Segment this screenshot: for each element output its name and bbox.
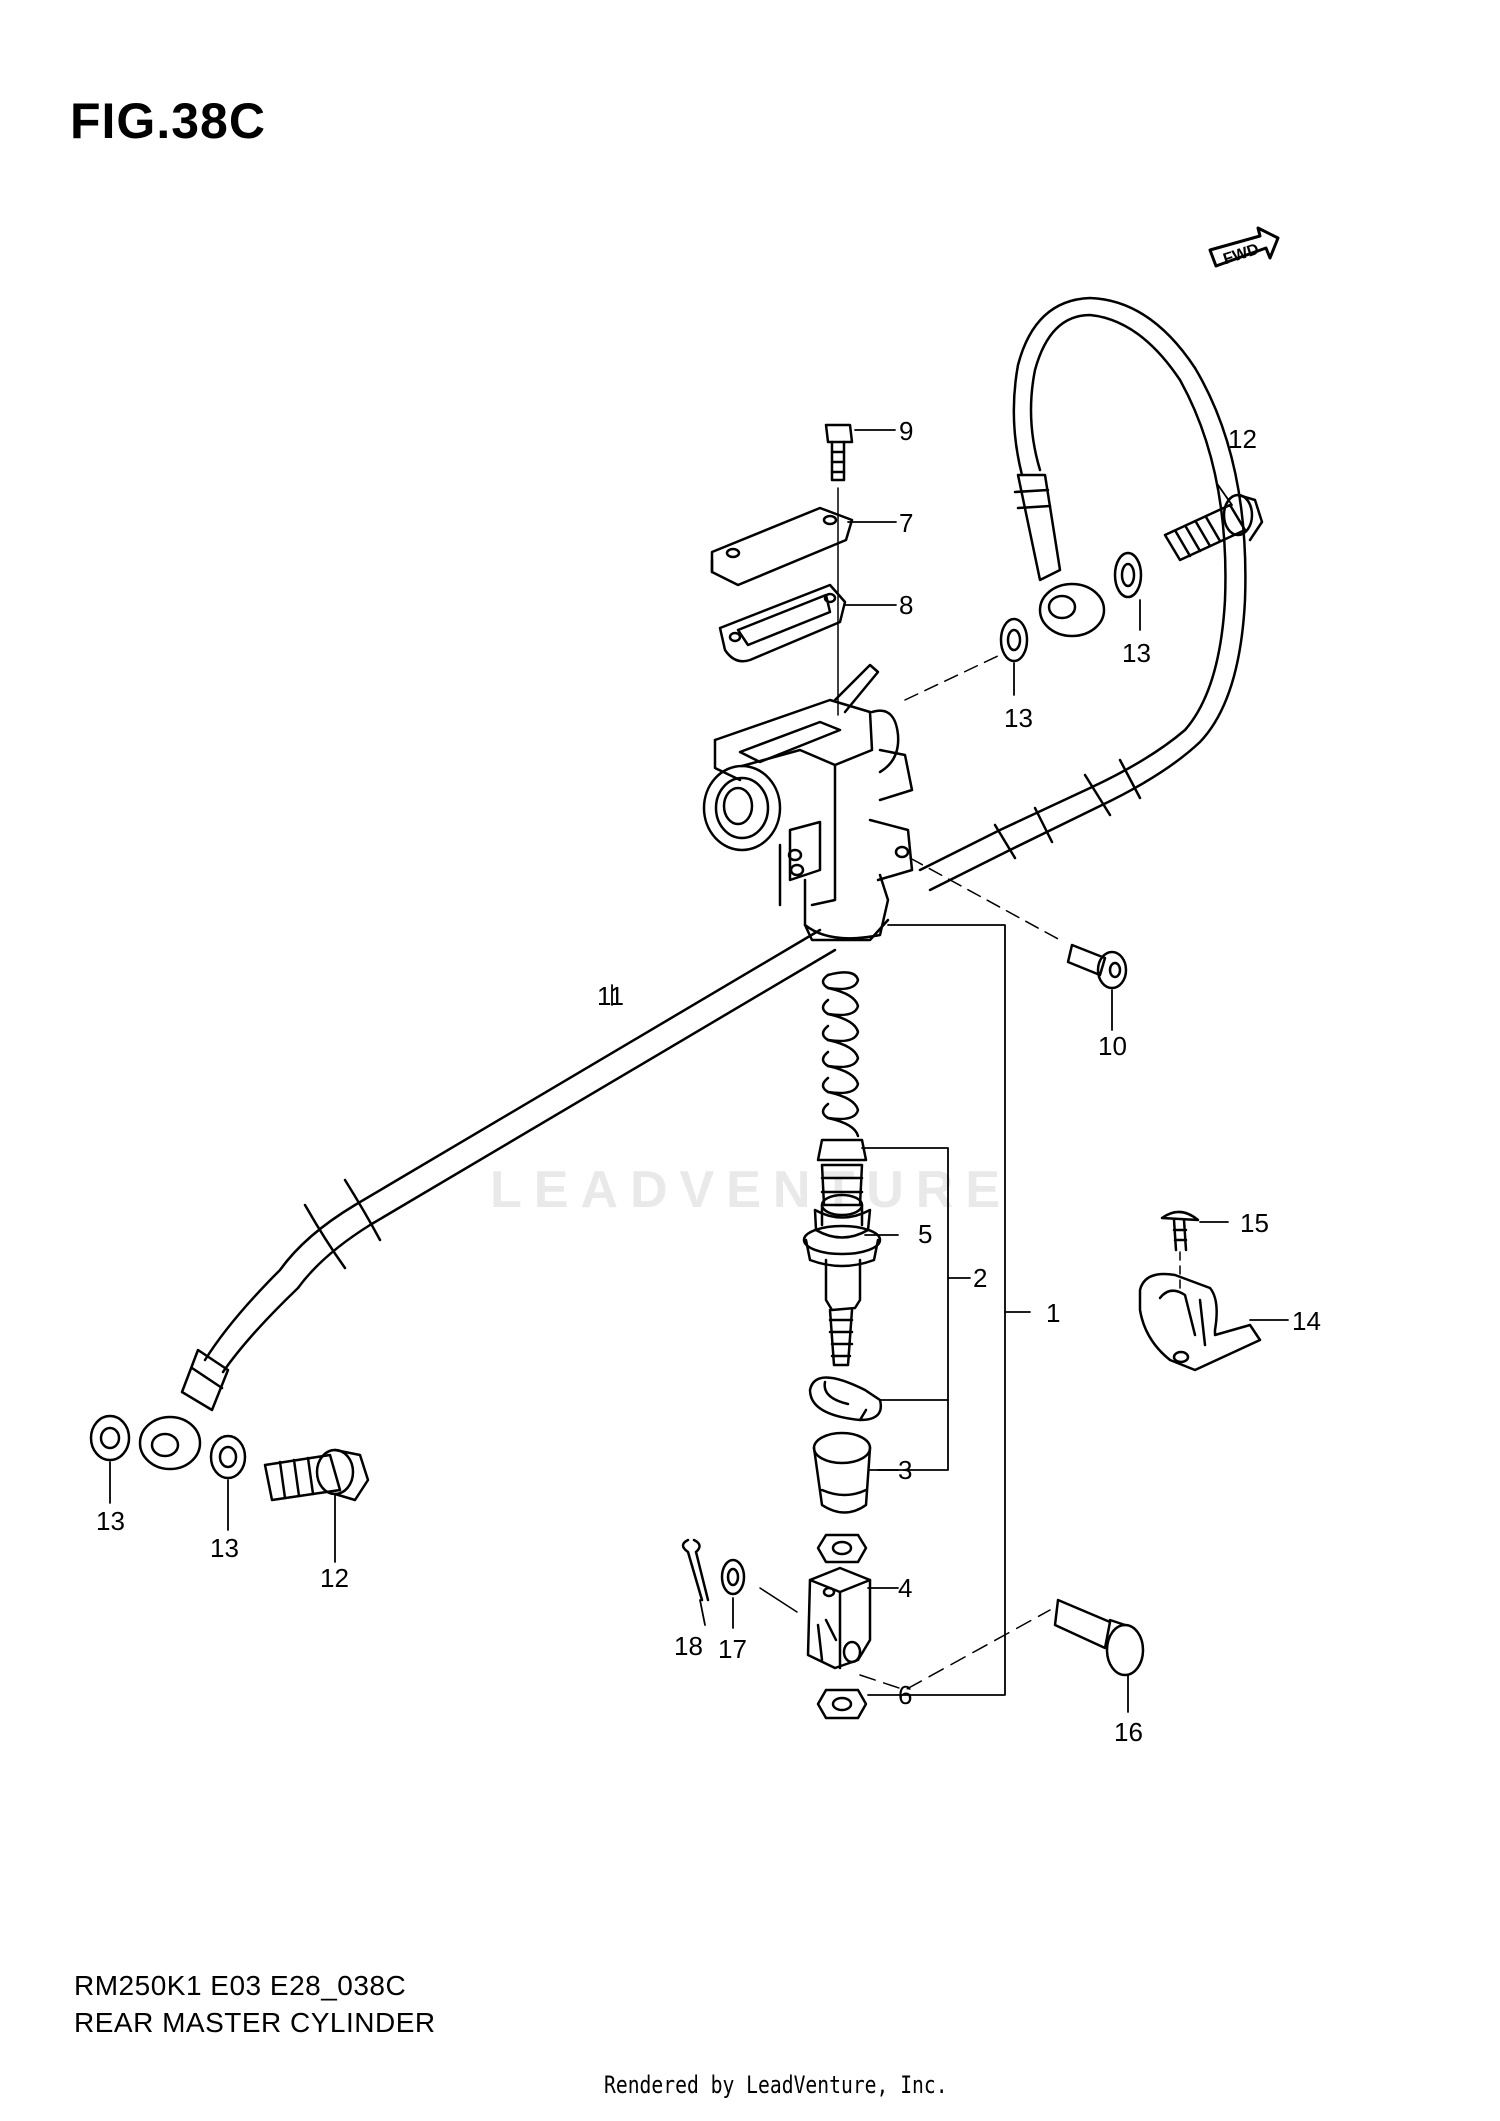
clevis-pin-16 — [1053, 1598, 1145, 1677]
union-bolt-12-upper — [1163, 493, 1264, 562]
model-code: RM250K1 E03 E28_038C — [74, 1970, 407, 2001]
boot-3 — [812, 1431, 872, 1514]
nut-6 — [816, 1688, 868, 1720]
washer-17 — [720, 1558, 746, 1596]
screw-9 — [824, 423, 854, 482]
callout-6: 6 — [898, 1680, 912, 1710]
callout-13-upper-right: 13 — [1122, 638, 1151, 668]
rendered-by-credit: Rendered by LeadVenture, Inc. — [604, 2071, 948, 2099]
callout-12-lower: 12 — [320, 1563, 349, 1593]
callout-4: 4 — [898, 1573, 912, 1603]
figure-title: FIG.38C — [70, 93, 266, 149]
callout-8: 8 — [899, 590, 913, 620]
hose-clamp-14 — [1138, 1272, 1262, 1372]
callout-15: 15 — [1240, 1208, 1269, 1238]
nut-upper — [816, 1533, 868, 1564]
washer-13-lower — [209, 1434, 247, 1480]
callout-2: 2 — [973, 1263, 987, 1293]
callout-5: 5 — [918, 1219, 932, 1249]
callout-9: 9 — [899, 416, 913, 446]
callout-1: 1 — [1046, 1298, 1060, 1328]
brake-hose-11 — [138, 296, 1247, 1471]
figure-name: REAR MASTER CYLINDER — [74, 2007, 436, 2038]
callout-10: 10 — [1098, 1031, 1127, 1061]
callout-7: 7 — [899, 508, 913, 538]
screw-15 — [1160, 1210, 1200, 1252]
spring — [821, 971, 860, 1138]
callout-labels: 9 7 8 12 13 13 11 10 5 2 1 15 14 3 4 6 1… — [96, 416, 1321, 1747]
reservoir-cap-7 — [710, 506, 854, 587]
bolt-10 — [1066, 943, 1128, 990]
cotter-pin-18 — [681, 1538, 710, 1602]
circlip — [808, 1376, 883, 1422]
callout-17: 17 — [718, 1634, 747, 1664]
union-bolt-12-lower — [263, 1448, 370, 1502]
callout-14: 14 — [1292, 1306, 1321, 1336]
push-rod-5 — [802, 1193, 882, 1367]
washer-13-lower-left — [89, 1414, 131, 1462]
callout-18: 18 — [674, 1631, 703, 1661]
callout-16: 16 — [1114, 1717, 1143, 1747]
callout-11: 11 — [597, 981, 624, 1011]
callout-13-lower: 13 — [210, 1533, 239, 1563]
callout-13-upper: 13 — [1004, 703, 1033, 733]
callout-13-lower-left: 13 — [96, 1506, 125, 1536]
watermark: LEADVENTURE — [490, 1161, 1013, 1219]
diaphragm-8 — [718, 583, 847, 663]
clevis-4 — [806, 1566, 872, 1670]
washer-13-upper — [999, 617, 1029, 663]
callout-3: 3 — [898, 1455, 912, 1485]
washer-13-upper-right — [1113, 551, 1143, 599]
master-cylinder-body — [702, 663, 914, 942]
callout-12-upper: 12 — [1228, 424, 1257, 454]
fwd-arrow-icon: FWD — [1208, 226, 1280, 268]
